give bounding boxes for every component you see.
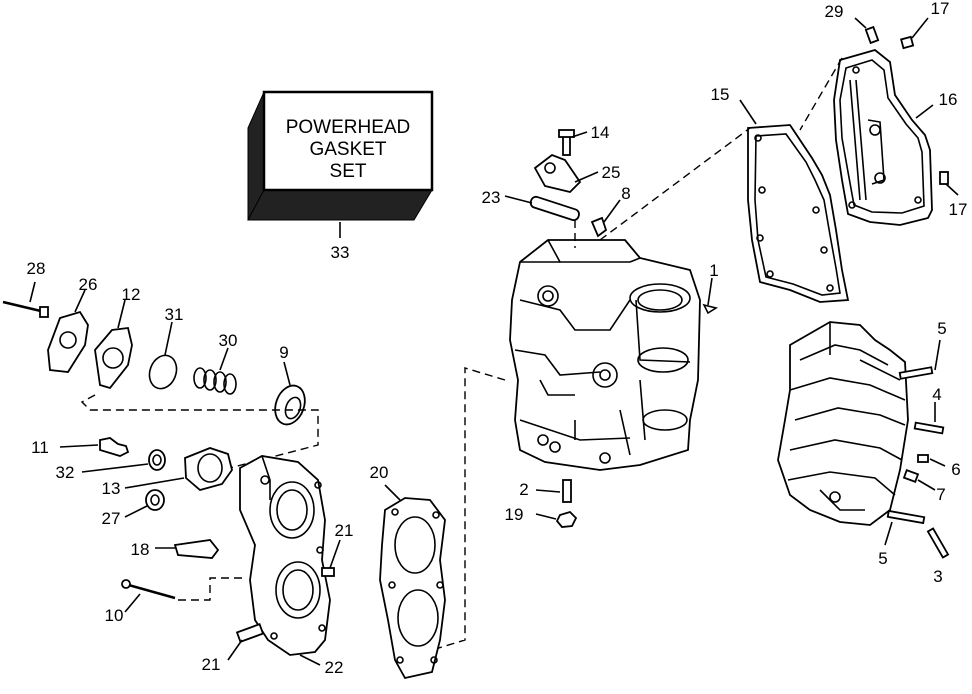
spring-30 xyxy=(193,347,237,395)
top-fittings xyxy=(504,129,621,248)
crankcase-bolts xyxy=(884,339,950,559)
callout-20: 20 xyxy=(370,463,389,482)
box-label-line2: GASKET xyxy=(309,139,386,160)
callout-19: 19 xyxy=(505,505,524,524)
callout-5a: 5 xyxy=(937,319,946,338)
assembly-leaders xyxy=(431,367,506,651)
callout-14: 14 xyxy=(591,123,610,142)
callout-5b: 5 xyxy=(878,549,887,568)
cylinder-cover-16 xyxy=(799,49,934,226)
callout-9: 9 xyxy=(279,343,288,362)
callout-labels: 1 2 3 4 5 5 6 7 8 9 10 11 12 13 14 15 16… xyxy=(27,0,968,677)
callout-6: 6 xyxy=(951,460,960,479)
callout-28: 28 xyxy=(27,259,46,278)
callout-29: 29 xyxy=(825,2,844,21)
callout-33: 33 xyxy=(331,243,350,262)
callout-30: 30 xyxy=(219,331,238,350)
callout-27: 27 xyxy=(102,509,121,528)
gasket-set-box: POWERHEAD GASKET SET xyxy=(247,90,434,238)
cylinder-head-22 xyxy=(227,455,341,666)
callout-26: 26 xyxy=(79,275,98,294)
head-gasket-15 xyxy=(599,99,850,303)
box-label-line3: SET xyxy=(330,161,367,182)
callout-23: 23 xyxy=(482,188,501,207)
cylinder-block xyxy=(509,239,701,471)
sensor-group xyxy=(59,437,242,613)
callout-31: 31 xyxy=(165,305,184,324)
box-label-line1: POWERHEAD xyxy=(286,117,411,138)
head-gasket-20 xyxy=(379,484,446,680)
callout-17b: 17 xyxy=(949,200,968,219)
cover-bolts xyxy=(854,17,959,196)
callout-8: 8 xyxy=(621,184,630,203)
callout-21a: 21 xyxy=(335,521,354,540)
callout-22: 22 xyxy=(325,658,344,677)
callout-12: 12 xyxy=(122,285,141,304)
callout-13: 13 xyxy=(102,479,121,498)
callout-25: 25 xyxy=(602,163,621,182)
part-1-pin xyxy=(702,277,719,315)
crankcase-half xyxy=(777,321,909,526)
callout-4: 4 xyxy=(932,385,941,404)
callout-1: 1 xyxy=(709,261,718,280)
callout-17a: 17 xyxy=(931,0,950,18)
thermostat-group xyxy=(2,281,319,471)
callout-11: 11 xyxy=(31,438,49,457)
callout-32: 32 xyxy=(56,463,75,482)
callout-2: 2 xyxy=(519,480,528,499)
callout-7: 7 xyxy=(936,485,945,504)
callout-16: 16 xyxy=(939,90,958,109)
stud-and-nut xyxy=(535,479,578,528)
callout-21b: 21 xyxy=(202,655,221,674)
callout-10: 10 xyxy=(105,606,124,625)
callout-18: 18 xyxy=(131,540,150,559)
callout-3: 3 xyxy=(933,567,942,586)
callout-15: 15 xyxy=(711,85,730,104)
